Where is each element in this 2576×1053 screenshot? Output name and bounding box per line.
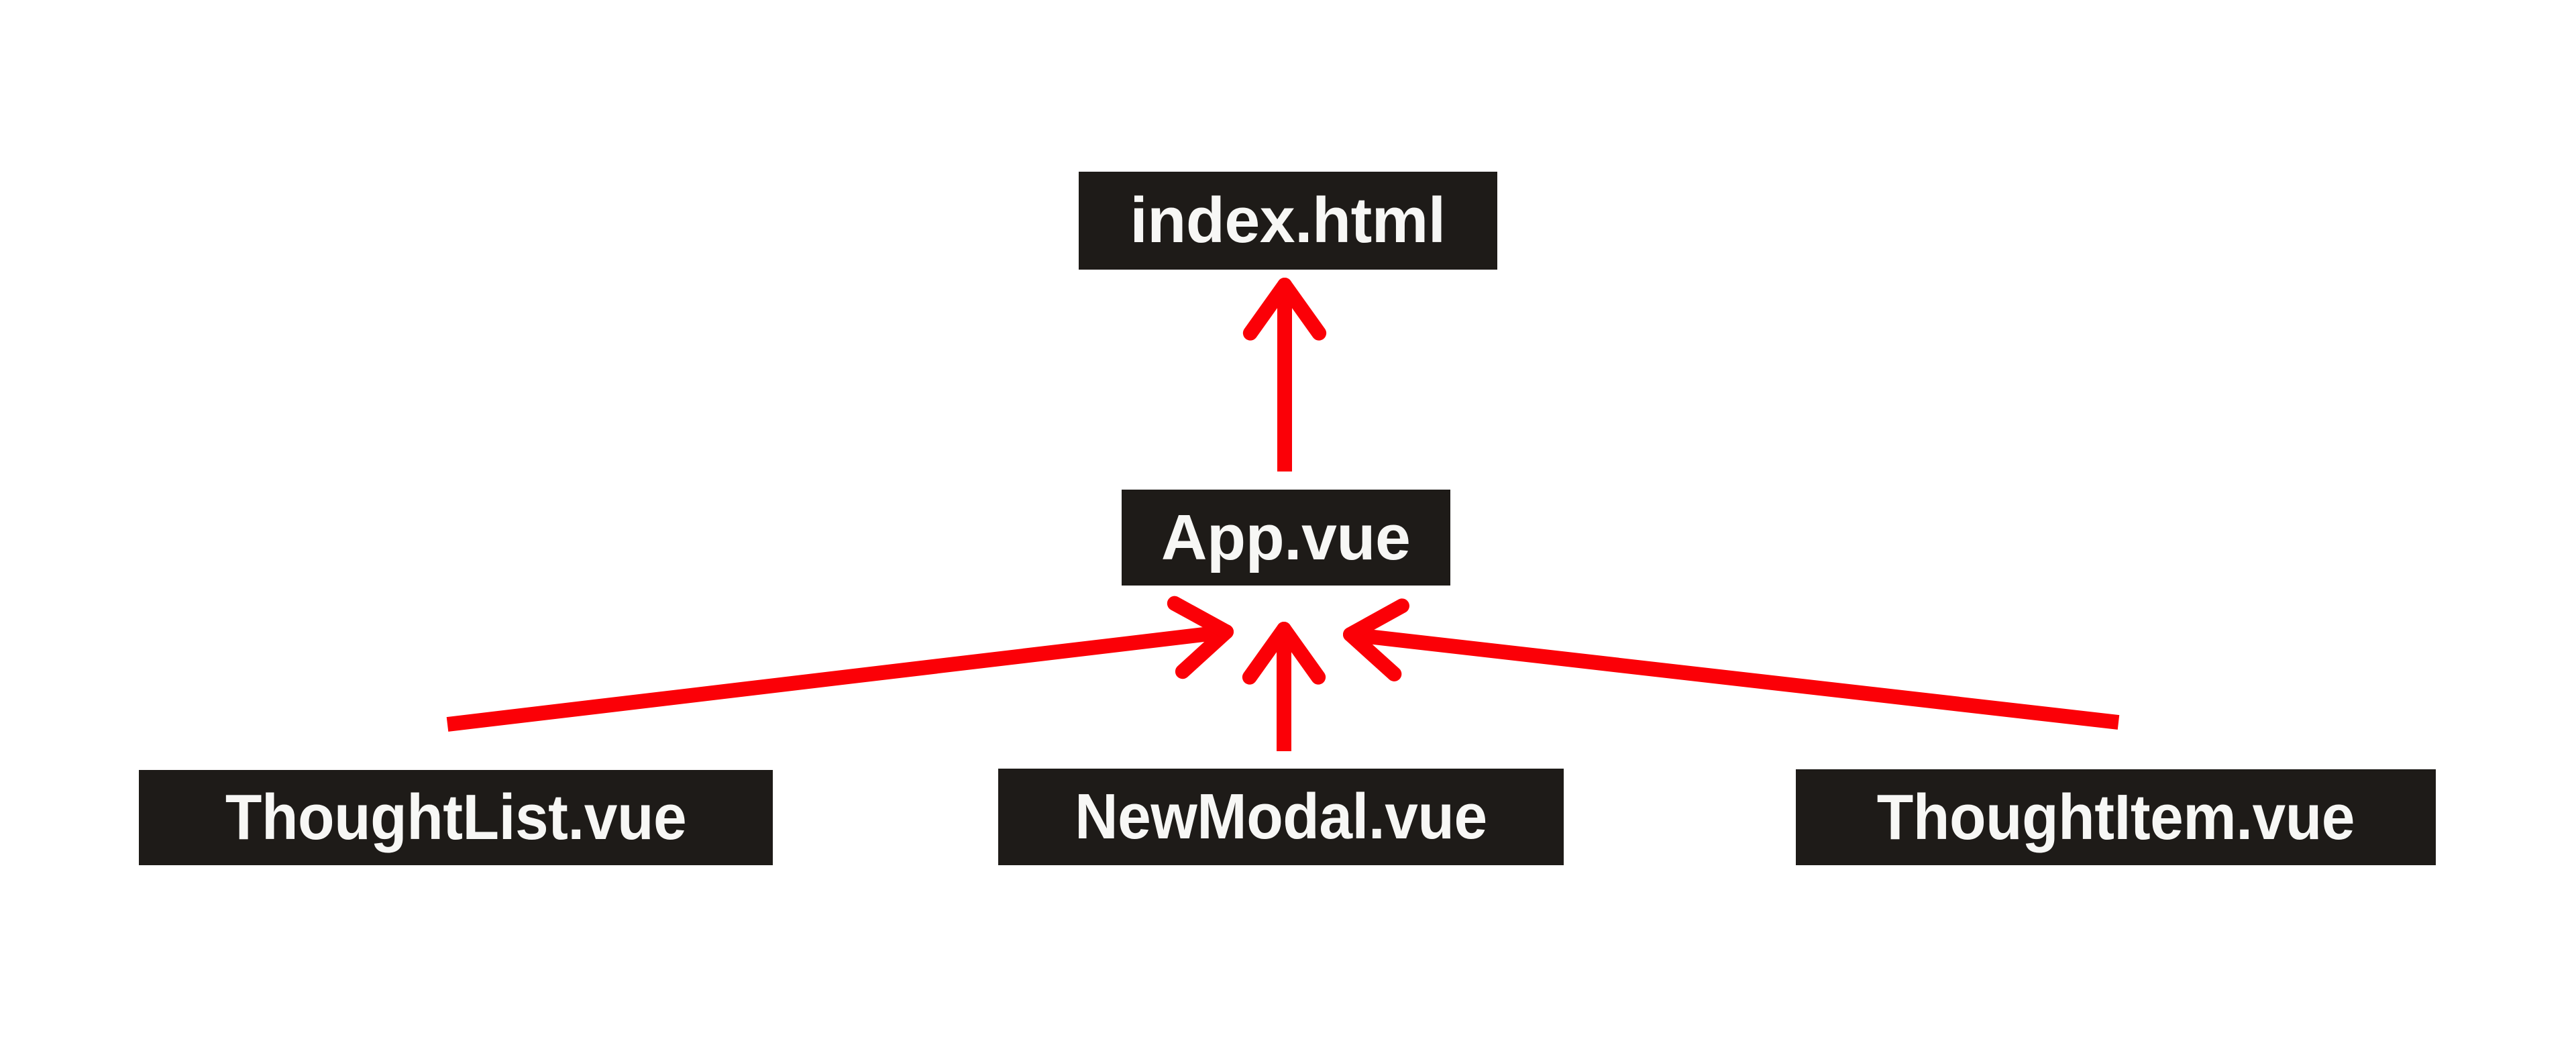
node-thoughtitem-vue[interactable]: ThoughtItem.vue [1796, 769, 2436, 865]
node-thoughtlist-vue[interactable]: ThoughtList.vue [139, 770, 773, 865]
arrowhead-wing [1242, 622, 1291, 685]
node-thoughtitem-vue-label: ThoughtItem.vue [1876, 781, 2355, 853]
node-index-html[interactable]: index.html [1079, 172, 1497, 270]
edge-thoughtlist-to-app [446, 596, 1234, 732]
edge-thoughtitem-to-app [1343, 598, 2120, 730]
arrow-shaft [446, 624, 1228, 732]
arrowhead-wing [1277, 622, 1326, 685]
arrowhead-wing [1167, 596, 1234, 639]
node-thoughtlist-vue-label: ThoughtList.vue [225, 781, 687, 853]
edge-app-to-index [1242, 278, 1327, 472]
node-app-vue[interactable]: App.vue [1122, 490, 1450, 586]
arrowhead-wing [1343, 598, 1409, 642]
node-app-vue-label: App.vue [1161, 501, 1411, 573]
arrow-shaft [1349, 627, 2120, 730]
arrowhead-wing [1242, 278, 1292, 341]
arrowhead-wing [1175, 624, 1234, 679]
node-newmodal-vue[interactable]: NewModal.vue [998, 769, 1564, 865]
node-index-html-label: index.html [1130, 184, 1446, 256]
node-newmodal-vue-label: NewModal.vue [1075, 781, 1487, 852]
arrowhead-wing [1277, 278, 1327, 341]
edge-newmodal-to-app [1242, 622, 1326, 751]
arrowhead-wing [1343, 627, 1402, 681]
